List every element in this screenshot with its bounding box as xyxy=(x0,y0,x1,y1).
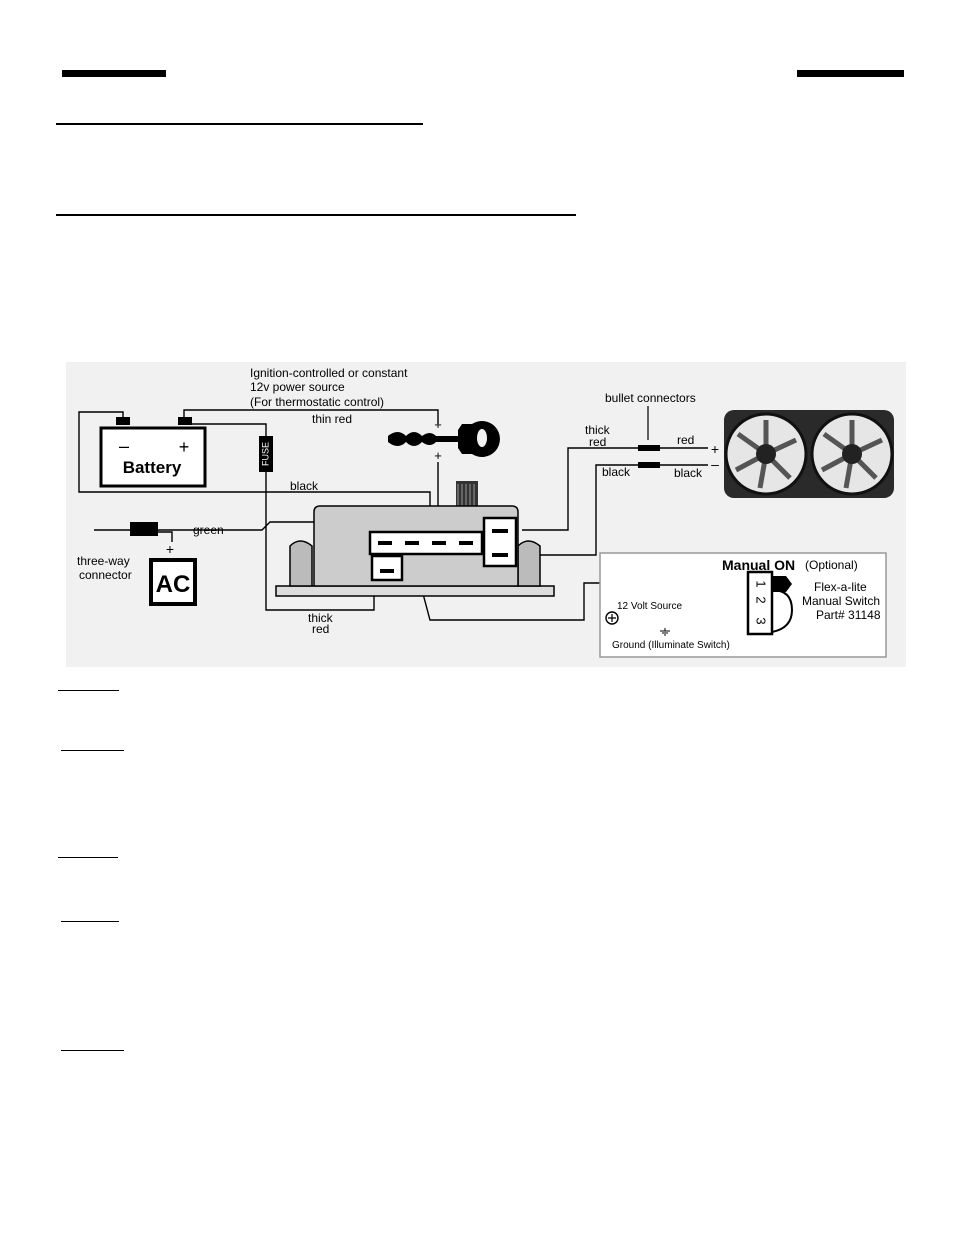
fuse-label: FUSE xyxy=(260,442,270,466)
manual-on-label: Manual ON xyxy=(722,557,795,573)
cooling-fans-icon xyxy=(724,410,894,498)
wire-fan-black-left xyxy=(522,464,640,556)
volt-source-label: 12 Volt Source xyxy=(617,601,682,612)
switch-pin2-label: 2 xyxy=(754,596,769,603)
switch-pin1-label: 1 xyxy=(754,580,769,587)
bullet-connectors-label: bullet connectors xyxy=(605,391,696,405)
key-plus-bottom-label: + xyxy=(434,448,442,463)
wire-to-fuse xyxy=(190,423,267,438)
thick-red-top-label-2: red xyxy=(589,435,606,449)
switch-pin3-label: 3 xyxy=(754,617,769,624)
heading-underline-2 xyxy=(56,214,576,216)
thick-red-top-label-1: thick xyxy=(585,423,611,437)
step-underline-4 xyxy=(61,921,119,922)
fan-controller xyxy=(275,481,555,597)
ground-label: Ground (Illuminate Switch) xyxy=(612,640,730,651)
fan-minus-label: – xyxy=(711,456,719,472)
step-underline-3 xyxy=(58,857,118,858)
three-way-label-1: three-way xyxy=(77,554,130,568)
step-underline-1 xyxy=(58,690,119,691)
power-source-label-3: (For thermostatic control) xyxy=(250,395,384,409)
step-underline-2 xyxy=(61,750,124,751)
battery: – + Battery xyxy=(99,417,207,488)
switch-label-2: Manual Switch xyxy=(802,594,880,608)
thick-red-bottom-label-2: red xyxy=(312,622,329,636)
thin-red-label: thin red xyxy=(312,412,352,426)
switch-label-1: Flex-a-lite xyxy=(814,580,867,594)
header-bar-left xyxy=(62,70,166,77)
power-source-label-2: 12v power source xyxy=(250,380,345,394)
fuse: FUSE xyxy=(259,436,273,472)
key-plus-top-label: + xyxy=(434,417,442,432)
ac-icon: AC xyxy=(149,558,197,606)
step-underline-5 xyxy=(61,1050,124,1051)
power-source-label-1: Ignition-controlled or constant xyxy=(250,366,408,380)
red-label: red xyxy=(677,433,694,447)
black-right-label: black xyxy=(674,466,703,480)
battery-plus-label: + xyxy=(179,437,190,457)
heading-underline-1 xyxy=(56,123,423,125)
ground-icon xyxy=(660,628,670,636)
black-left-label: black xyxy=(602,465,631,479)
ac-plus-label: + xyxy=(166,541,174,557)
ignition-key-icon: + + xyxy=(388,417,500,463)
black-main-label: black xyxy=(290,479,319,493)
fan-plus-label: + xyxy=(711,441,719,457)
battery-label: Battery xyxy=(123,458,182,477)
header-bar-right xyxy=(797,70,904,77)
optional-label: (Optional) xyxy=(805,558,858,572)
green-label: green xyxy=(193,523,224,537)
manual-switch-box: 1 2 3 xyxy=(599,552,887,658)
switch-label-3: Part# 31148 xyxy=(816,608,881,622)
three-way-connector xyxy=(130,522,158,536)
battery-minus-label: – xyxy=(119,436,129,456)
ac-label: AC xyxy=(156,571,191,598)
wire-ac xyxy=(158,531,173,542)
thick-red-bottom-label-1: thick xyxy=(308,611,334,625)
wire-battery-positive xyxy=(183,409,439,424)
bullet-connectors xyxy=(638,406,660,468)
wire-fan-thick-red xyxy=(522,447,640,531)
three-way-label-2: connector xyxy=(79,568,132,582)
wire-battery-negative xyxy=(78,411,431,540)
